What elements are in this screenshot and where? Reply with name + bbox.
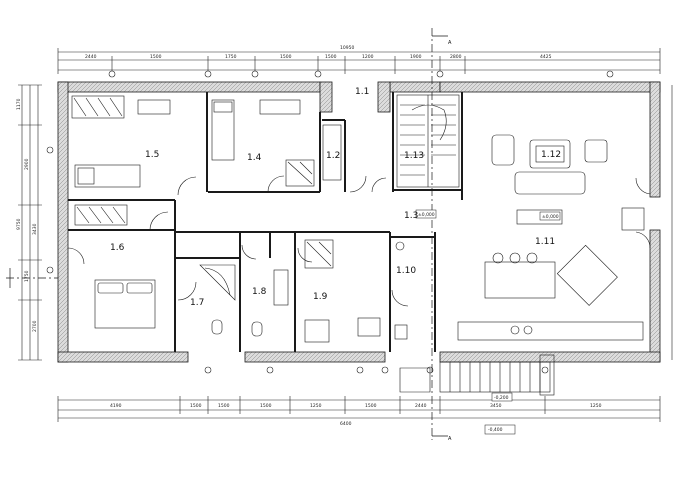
svg-text:2440: 2440 xyxy=(85,54,97,60)
section-marker-top: A xyxy=(448,40,452,46)
room-1-11: 1.11 xyxy=(535,237,555,247)
svg-text:1500: 1500 xyxy=(280,54,292,60)
svg-text:2700: 2700 xyxy=(32,320,38,332)
svg-text:2440: 2440 xyxy=(415,403,427,409)
dimension-texts: 2440 1500 1750 1500 1500 1200 1900 2800 … xyxy=(16,45,602,427)
room-1-9: 1.9 xyxy=(313,292,328,302)
svg-text:4425: 4425 xyxy=(540,54,552,60)
svg-text:1500: 1500 xyxy=(325,54,337,60)
svg-text:6400: 6400 xyxy=(340,421,352,427)
svg-text:10950: 10950 xyxy=(340,45,354,51)
svg-text:1500: 1500 xyxy=(260,403,272,409)
level-entry: -0,200 xyxy=(494,395,509,401)
section-marker-bottom: A xyxy=(448,436,452,442)
svg-text:1200: 1200 xyxy=(362,54,374,60)
svg-text:1900: 1900 xyxy=(410,54,422,60)
level-boxes xyxy=(415,209,561,435)
svg-text:1750: 1750 xyxy=(24,270,30,282)
dimension-lines xyxy=(18,48,673,422)
room-1-3: 1.3 xyxy=(404,211,418,221)
svg-text:3430: 3430 xyxy=(32,223,38,235)
level-living: ±0,000 xyxy=(542,214,559,220)
grid-markers xyxy=(46,70,659,374)
room-1-8: 1.8 xyxy=(252,287,267,297)
room-1-4: 1.4 xyxy=(247,153,262,163)
entrance-steps xyxy=(399,354,555,396)
svg-text:4190: 4190 xyxy=(110,403,122,409)
interior-walls xyxy=(68,92,463,352)
level-hall: ±0,000 xyxy=(418,212,435,218)
room-1-6: 1.6 xyxy=(110,243,125,253)
room-1-7: 1.7 xyxy=(190,298,204,308)
svg-text:2800: 2800 xyxy=(450,54,462,60)
doors xyxy=(67,175,651,307)
outer-walls xyxy=(57,81,661,363)
room-1-10: 1.10 xyxy=(396,266,416,276)
room-labels: 1.5 1.4 1.1 1.2 1.13 1.12 1.3 1.11 1.6 1… xyxy=(110,87,565,308)
svg-text:1750: 1750 xyxy=(225,54,237,60)
svg-text:2900: 2900 xyxy=(24,158,30,170)
staircase xyxy=(396,94,460,188)
room-1-12: 1.12 xyxy=(541,150,561,160)
level-note: -0,400 xyxy=(488,427,503,433)
svg-text:1500: 1500 xyxy=(150,54,162,60)
svg-text:1170: 1170 xyxy=(16,98,22,110)
furniture xyxy=(71,95,645,343)
svg-text:1250: 1250 xyxy=(590,403,602,409)
svg-text:1500: 1500 xyxy=(190,403,202,409)
svg-text:1500: 1500 xyxy=(365,403,377,409)
svg-text:1250: 1250 xyxy=(310,403,322,409)
room-1-2: 1.2 xyxy=(326,151,340,161)
svg-text:3450: 3450 xyxy=(490,403,502,409)
room-1-5: 1.5 xyxy=(145,150,159,160)
section-line xyxy=(6,28,448,440)
svg-text:9750: 9750 xyxy=(16,218,22,230)
room-1-13: 1.13 xyxy=(404,151,424,161)
room-1-1-top: 1.1 xyxy=(355,87,369,97)
svg-text:1500: 1500 xyxy=(218,403,230,409)
